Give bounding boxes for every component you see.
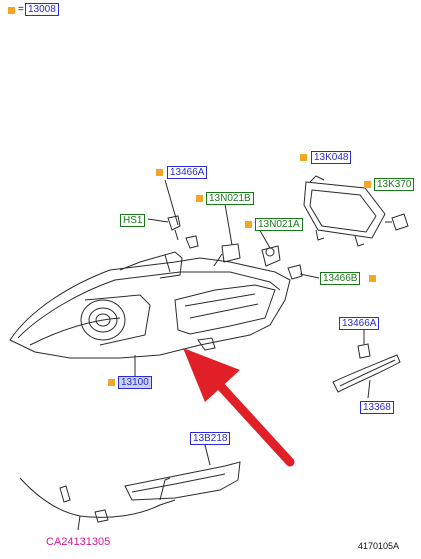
bullet-13466b — [369, 275, 376, 282]
part-number-ca24131305[interactable]: CA24131305 — [46, 536, 111, 548]
red-pointer-arrow — [183, 348, 295, 467]
bullet-13n021b — [196, 195, 203, 202]
bullet-13k048 — [300, 154, 307, 161]
bullet-13n021a — [245, 221, 252, 228]
callout-13n021a[interactable]: 13N021A — [255, 218, 303, 231]
side-bulb — [357, 343, 371, 359]
bullet-13466a-top — [156, 169, 163, 176]
callout-13100[interactable]: 13100 — [118, 376, 152, 389]
headlamp-housing — [9, 257, 291, 359]
callout-13k048[interactable]: 13K048 — [311, 151, 352, 164]
projector-lens — [80, 299, 126, 341]
callout-13b218[interactable]: 13B218 — [190, 432, 231, 445]
bullet-13k370 — [364, 181, 371, 188]
bulb-13k370 — [391, 213, 409, 231]
light-guide-strip — [174, 284, 276, 335]
legend-bullet — [8, 7, 15, 14]
legend-prefix: = — [18, 4, 24, 15]
diagram-reference: 4170105A — [358, 541, 400, 551]
socket-13n021a — [261, 245, 281, 267]
callout-13k370[interactable]: 13K370 — [374, 178, 415, 191]
side-marker-13368 — [332, 354, 401, 393]
callout-13466b[interactable]: 13466B — [320, 272, 361, 285]
small-bulb-b — [287, 264, 303, 280]
callout-hs1[interactable]: HS1 — [120, 214, 146, 227]
small-bulb-top — [185, 235, 199, 249]
callout-13466a-side[interactable]: 13466A — [339, 317, 380, 330]
hs1-bulb — [167, 215, 181, 231]
legend-code[interactable]: 13008 — [25, 3, 59, 16]
bullet-13100 — [108, 379, 115, 386]
wiring-harness — [19, 477, 176, 518]
socket-13n021b — [221, 243, 241, 263]
top-bracket — [119, 251, 183, 279]
callout-13466a-top[interactable]: 13466A — [167, 166, 208, 179]
callout-13n021b[interactable]: 13N021B — [206, 192, 254, 205]
rear-cover — [303, 181, 386, 239]
callout-13368[interactable]: 13368 — [360, 401, 394, 414]
drl-lamp-13b218 — [124, 461, 241, 501]
